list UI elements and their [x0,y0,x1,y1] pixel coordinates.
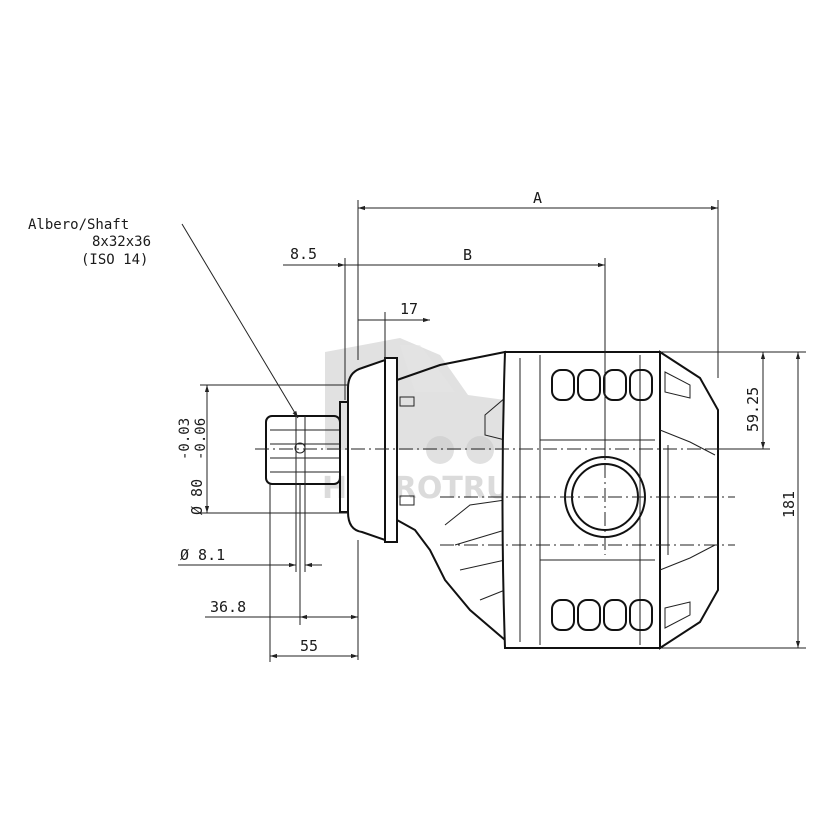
dimension-181-label: 181 [780,491,798,518]
dimension-8-5: 8.5 [283,245,346,400]
dimension-17: 17 [358,300,430,360]
pump-body [255,350,740,650]
dimension-dia-80-tol-upper: -0.03 [177,418,193,460]
shaft-callout: Albero/Shaft 8x32x36 (ISO 14) [28,217,299,419]
dimension-dia-80: Ø 80 -0.03 -0.06 [177,384,348,515]
dimension-8-5-label: 8.5 [290,245,317,263]
shaft-callout-line1: Albero/Shaft [28,217,129,233]
dimension-36-8: 36.8 [205,484,359,660]
dimension-dia-80-label: Ø 80 [188,479,206,515]
dimension-dia-8-1: Ø 8.1 [178,484,322,572]
dimension-55-label: 55 [300,637,318,655]
dimension-55: 55 [269,484,358,662]
shaft-callout-line3: (ISO 14) [81,252,148,268]
dimension-181: 181 [660,351,806,649]
dimension-59-25: 59.25 [660,351,770,450]
dimension-b: B [345,246,606,460]
dimension-17-label: 17 [400,300,418,318]
dimension-dia-8-1-label: Ø 8.1 [180,546,225,564]
dimension-36-8-label: 36.8 [210,598,246,616]
shaft-callout-line2: 8x32x36 [92,234,151,250]
dimension-a-label: A [533,189,542,207]
dimension-59-25-label: 59.25 [744,387,762,432]
dimension-a: A [357,189,719,378]
bolt-slots-bottom [551,599,653,631]
dimension-b-label: B [463,246,472,264]
dimension-dia-80-tol-lower: -0.06 [193,418,209,460]
bolt-slots-top [551,369,653,401]
